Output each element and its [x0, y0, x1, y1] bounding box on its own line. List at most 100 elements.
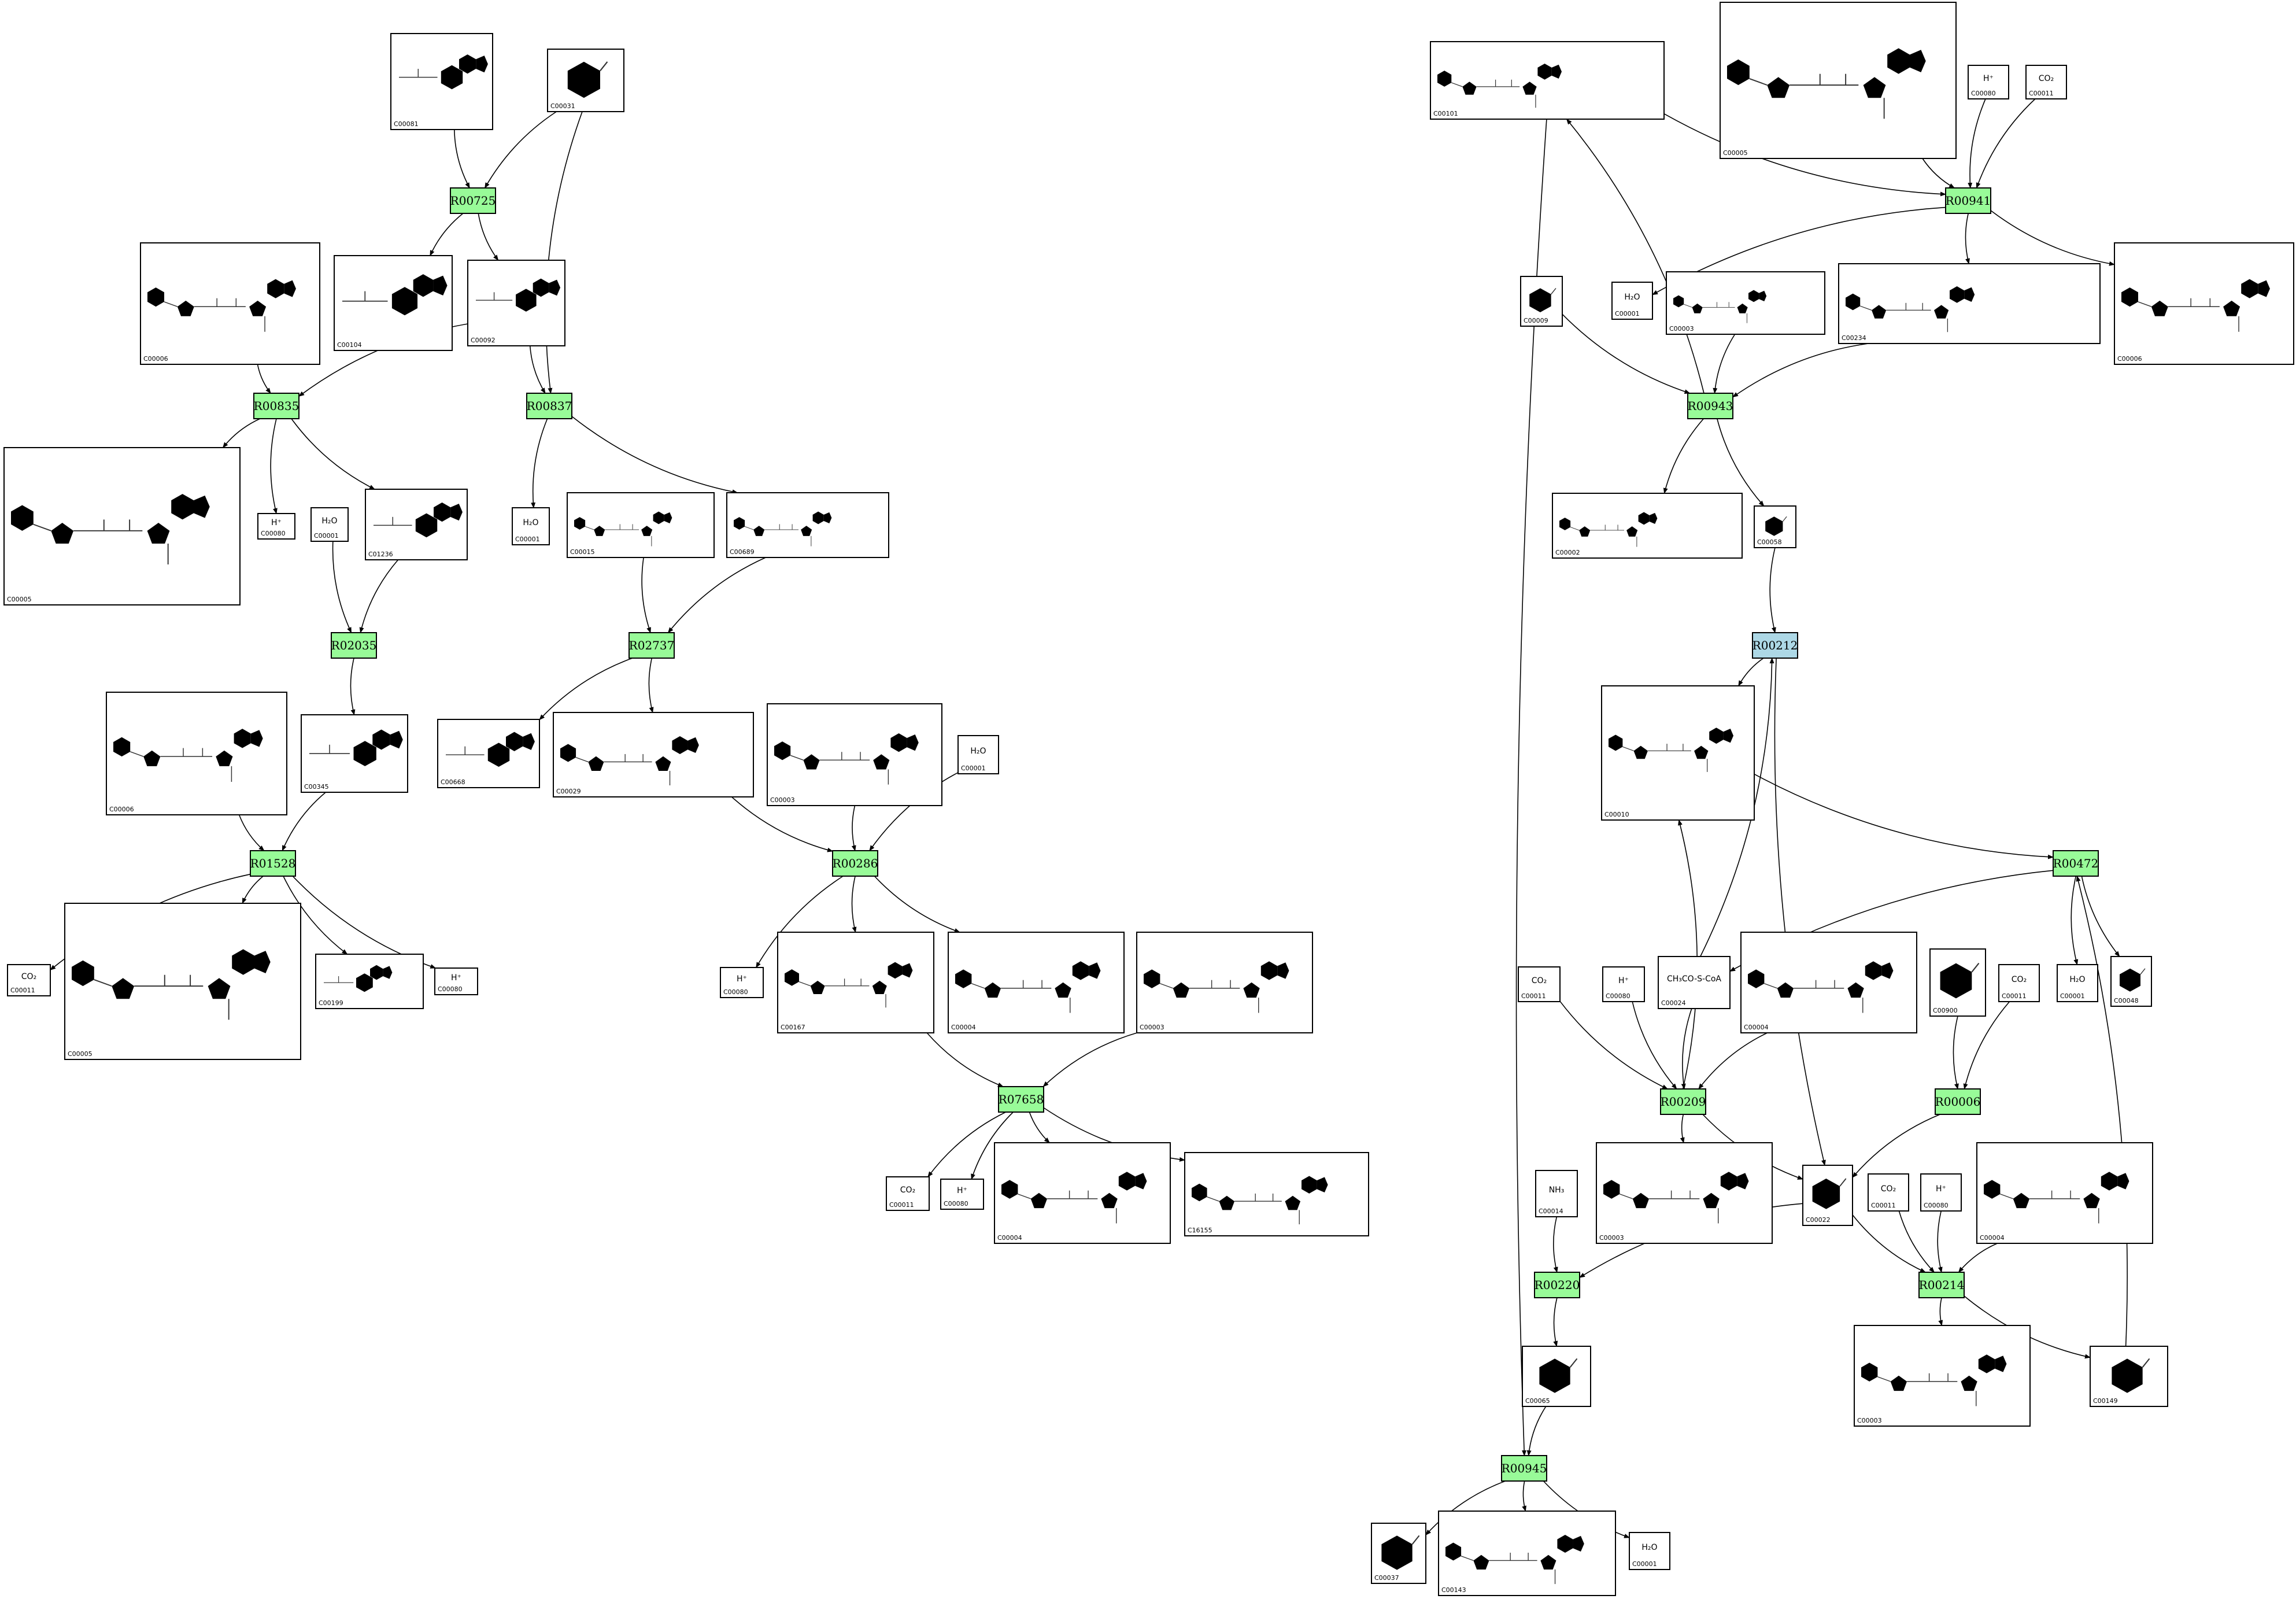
reaction-node-r01528[interactable]: R01528 — [250, 850, 296, 877]
compound-node[interactable]: C00004 — [1976, 1142, 2153, 1244]
compound-box[interactable] — [1601, 685, 1755, 821]
compound-node[interactable]: C00031 — [547, 49, 624, 112]
compound-box[interactable] — [310, 507, 349, 542]
compound-node[interactable]: C00004 — [948, 932, 1125, 1033]
compound-node[interactable]: C00015 — [567, 492, 715, 558]
compound-node[interactable]: C16155 — [1184, 1152, 1369, 1236]
compound-node[interactable]: C00003 — [1596, 1142, 1773, 1244]
reaction-node-r00472[interactable]: R00472 — [2053, 850, 2099, 877]
compound-box[interactable] — [64, 903, 301, 1060]
compound-node[interactable]: C00009 — [1520, 276, 1563, 327]
compound-box[interactable] — [1838, 263, 2101, 344]
compound-box[interactable] — [1658, 956, 1731, 1009]
compound-node[interactable]: H⁺C00080 — [434, 967, 478, 995]
compound-box[interactable] — [1720, 2, 1957, 159]
compound-node[interactable]: C00143 — [1438, 1511, 1616, 1596]
reaction-box[interactable] — [526, 393, 572, 419]
compound-node[interactable]: C00004 — [994, 1142, 1171, 1244]
compound-node[interactable]: C00006 — [2114, 242, 2294, 365]
reaction-box[interactable] — [1945, 187, 1991, 214]
compound-node[interactable]: C00010 — [1601, 685, 1755, 821]
compound-box[interactable] — [2057, 964, 2098, 1002]
reaction-node-r00209[interactable]: R00209 — [1660, 1088, 1706, 1115]
reaction-box[interactable] — [1752, 632, 1798, 659]
reaction-box[interactable] — [1687, 393, 1733, 419]
compound-box[interactable] — [1596, 1142, 1773, 1244]
compound-box[interactable] — [1602, 966, 1645, 1002]
compound-node[interactable]: C00006 — [140, 242, 320, 365]
compound-node[interactable]: C00005 — [1720, 2, 1957, 159]
compound-box[interactable] — [106, 692, 287, 815]
compound-box[interactable] — [726, 492, 889, 558]
compound-box[interactable] — [1976, 1142, 2153, 1244]
compound-node[interactable]: C00022 — [1802, 1165, 1853, 1226]
compound-node[interactable]: C00004 — [1740, 932, 1917, 1033]
compound-node[interactable]: C00003 — [1854, 1325, 2031, 1427]
reaction-node-r00006[interactable]: R00006 — [1935, 1088, 1981, 1115]
reaction-node-r00943[interactable]: R00943 — [1687, 393, 1733, 419]
compound-node[interactable]: C00149 — [2090, 1346, 2168, 1407]
compound-node[interactable]: C00006 — [106, 692, 287, 815]
compound-box[interactable] — [2110, 956, 2152, 1007]
compound-node[interactable]: C00058 — [1754, 505, 1796, 548]
reaction-box[interactable] — [1660, 1088, 1706, 1115]
compound-node[interactable]: C00003 — [1136, 932, 1313, 1033]
reaction-box[interactable] — [832, 850, 878, 877]
compound-node[interactable]: C00101 — [1430, 41, 1665, 120]
compound-box[interactable] — [1920, 1173, 1962, 1212]
compound-node[interactable]: C00668 — [437, 719, 540, 788]
compound-box[interactable] — [1868, 1173, 1909, 1212]
compound-node[interactable]: H⁺C00080 — [720, 967, 764, 998]
compound-box[interactable] — [2114, 242, 2294, 365]
compound-node[interactable]: C00234 — [1838, 263, 2101, 344]
reaction-node-r00941[interactable]: R00941 — [1945, 187, 1991, 214]
compound-box[interactable] — [1740, 932, 1917, 1033]
compound-box[interactable] — [390, 33, 493, 130]
compound-box[interactable] — [1430, 41, 1665, 120]
compound-box[interactable] — [940, 1179, 984, 1210]
compound-box[interactable] — [1666, 271, 1825, 335]
reaction-box[interactable] — [250, 850, 296, 877]
reaction-box[interactable] — [1935, 1088, 1981, 1115]
compound-box[interactable] — [767, 703, 942, 806]
compound-node[interactable]: C00345 — [301, 714, 408, 793]
compound-node[interactable]: H⁺C00080 — [1602, 966, 1645, 1002]
compound-box[interactable] — [1611, 282, 1653, 320]
reaction-box[interactable] — [331, 632, 377, 659]
compound-box[interactable] — [777, 932, 934, 1033]
compound-node[interactable]: C00005 — [3, 447, 241, 605]
compound-node[interactable]: H⁺C00080 — [257, 513, 295, 540]
reaction-node-r00214[interactable]: R00214 — [1918, 1272, 1965, 1298]
reaction-node-r00286[interactable]: R00286 — [832, 850, 878, 877]
reaction-box[interactable] — [450, 187, 496, 214]
compound-box[interactable] — [257, 513, 295, 540]
compound-box[interactable] — [140, 242, 320, 365]
compound-node[interactable]: C00689 — [726, 492, 889, 558]
compound-box[interactable] — [1184, 1152, 1369, 1236]
compound-node[interactable]: C00081 — [390, 33, 493, 130]
reaction-node-r00220[interactable]: R00220 — [1534, 1272, 1580, 1298]
compound-box[interactable] — [2025, 65, 2067, 99]
compound-box[interactable] — [1629, 1532, 1670, 1570]
compound-node[interactable]: C00029 — [553, 712, 754, 797]
compound-box[interactable] — [3, 447, 241, 605]
reaction-box[interactable] — [628, 632, 675, 659]
reaction-node-r00212[interactable]: R00212 — [1752, 632, 1798, 659]
compound-box[interactable] — [994, 1142, 1171, 1244]
compound-box[interactable] — [720, 967, 764, 998]
compound-box[interactable] — [1371, 1523, 1426, 1584]
compound-node[interactable]: C01236 — [365, 489, 468, 560]
reaction-node-r02035[interactable]: R02035 — [331, 632, 377, 659]
reaction-box[interactable] — [1534, 1272, 1580, 1298]
compound-box[interactable] — [553, 712, 754, 797]
